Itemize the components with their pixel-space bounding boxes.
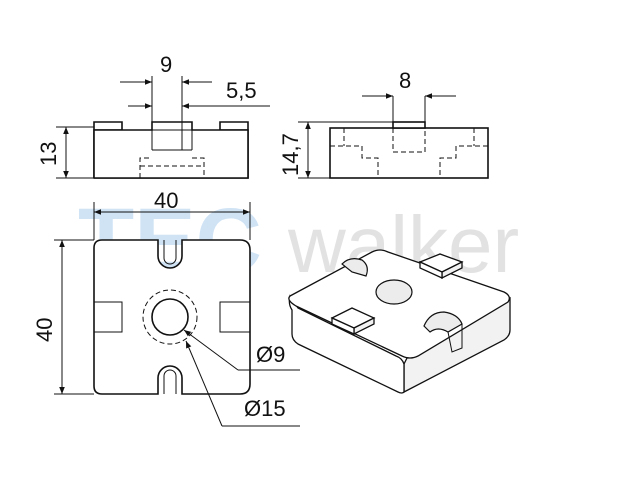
outer-hole-circle: [142, 289, 198, 345]
dim-top-height: 40: [32, 318, 57, 342]
dim-front-height: 13: [36, 142, 61, 166]
dim-slot-width: 9: [160, 52, 172, 77]
top-view: 40 40 Ø9 Ø15: [32, 188, 300, 427]
iso-center-hole: [375, 279, 413, 305]
inner-hole-circle: [151, 298, 189, 336]
side-view: 8 14,7: [278, 68, 489, 179]
dim-side-tab-width: 8: [399, 68, 411, 93]
dim-side-height: 14,7: [278, 133, 303, 176]
isometric-view: [288, 249, 511, 394]
dim-slot-offset: 5,5: [226, 78, 257, 103]
dim-inner-diameter: Ø9: [256, 342, 285, 367]
dim-top-width: 40: [154, 188, 178, 213]
front-view: 9 5,5 13: [36, 52, 270, 179]
dim-outer-diameter: Ø15: [244, 396, 286, 421]
